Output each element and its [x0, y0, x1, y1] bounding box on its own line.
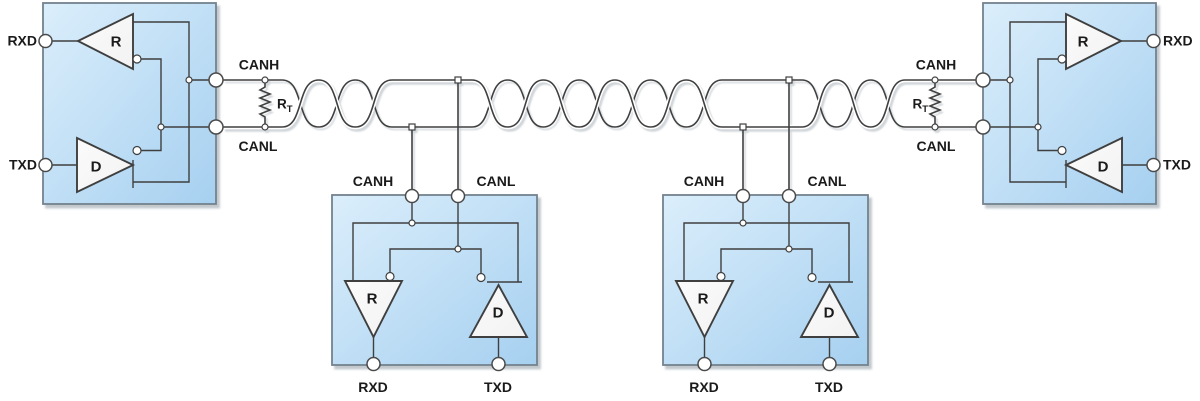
stub1-canh-pin — [404, 188, 420, 204]
stub2-txd-label: TXD — [815, 379, 843, 395]
stub2-driver-label: D — [824, 305, 835, 322]
right-node-driver-label: D — [1098, 159, 1109, 176]
inverter-bubble — [476, 272, 486, 283]
junction-dot — [1034, 123, 1042, 131]
right-node-txd-label: TXD — [1163, 157, 1191, 173]
bus-wire-canl — [223, 79, 976, 128]
stub2-txd-pin — [822, 356, 837, 372]
left-node-canl-pin — [208, 119, 224, 135]
stub2-driver-gate — [799, 283, 860, 338]
stub2-canl-tap-junction — [785, 76, 793, 84]
left-node-receiver-label: R — [111, 34, 122, 51]
stub2-rxd-pin — [697, 356, 712, 372]
right-termination-canl-label: CANL — [917, 138, 956, 154]
stub1-canh-tap-junction — [408, 123, 416, 131]
bus-wire-crossover-casing — [223, 77, 976, 130]
stub2-canh-label: CANH — [684, 173, 724, 189]
right-termination-resistor — [927, 83, 943, 124]
junction-dot — [785, 245, 793, 253]
twisted-pair-bus — [223, 76, 976, 190]
right-node-driver-gate — [1063, 136, 1123, 194]
right-can-node: RXD TXD R D — [975, 2, 1193, 205]
left-node-receiver-gate — [75, 12, 134, 71]
left-termination-canh-label: CANH — [239, 57, 279, 73]
junction-dot — [408, 219, 416, 227]
junction-dot — [157, 123, 165, 131]
stub2-receiver-label: R — [698, 291, 709, 308]
right-node-canh-pin — [975, 72, 991, 88]
stub1-driver-gate — [468, 283, 529, 338]
left-node-rxd-pin — [38, 33, 53, 49]
inverter-bubble — [716, 271, 726, 282]
left-termination-resistor-label: RT — [277, 97, 293, 116]
left-can-node: RXD TXD R D — [7, 2, 224, 205]
inverter-bubble — [1057, 145, 1067, 156]
left-node-internal-wiring — [51, 21, 210, 188]
left-node-driver-gate — [76, 136, 136, 194]
junction-dot — [1006, 76, 1014, 84]
left-termination-canl-label: CANL — [239, 138, 278, 154]
junction-dot — [454, 245, 462, 253]
inverter-bubble — [1057, 54, 1067, 64]
stub1-canl-pin — [450, 188, 466, 204]
stub2-canh-tap-junction — [739, 123, 747, 131]
left-node-txd-pin — [38, 157, 53, 173]
stub2-receiver-gate — [674, 280, 735, 340]
left-node-driver-label: D — [91, 159, 102, 176]
right-termination-canh-label: CANH — [916, 57, 956, 73]
junction-dot — [931, 76, 939, 84]
right-node-rxd-label: RXD — [1163, 33, 1193, 49]
stub1-internal-wiring — [352, 196, 522, 364]
inverter-bubble — [132, 145, 142, 156]
stub2-canl-label: CANL — [808, 173, 847, 189]
stub1-receiver-gate — [343, 280, 404, 340]
left-node-txd-label: TXD — [9, 157, 37, 173]
stub2-internal-wiring — [683, 196, 853, 364]
stub2-rxd-label: RXD — [689, 379, 719, 395]
stub1-canl-label: CANL — [477, 173, 516, 189]
stub1-rxd-pin — [366, 356, 381, 372]
stub1-txd-label: TXD — [484, 379, 512, 395]
right-node-internal-wiring — [989, 21, 1148, 188]
right-node-canl-pin — [975, 119, 991, 135]
left-node-canh-pin — [208, 72, 224, 88]
stub1-receiver-label: R — [367, 291, 378, 308]
stub1-txd-pin — [491, 356, 506, 372]
inverter-bubble — [132, 54, 142, 64]
stub1-rxd-label: RXD — [358, 379, 388, 395]
stub-can-node-1: CANH CANL R D RXD TXD — [331, 173, 538, 395]
junction-dot — [185, 76, 193, 84]
stub2-body — [662, 194, 869, 366]
stub1-canl-tap-junction — [454, 76, 462, 84]
right-node-receiver-label: R — [1078, 34, 1089, 51]
left-node-rxd-label: RXD — [7, 33, 37, 49]
right-node-rxd-pin — [1146, 33, 1161, 49]
stub1-driver-label: D — [493, 305, 504, 322]
stub2-canl-pin — [781, 188, 797, 204]
right-node-receiver-gate — [1065, 12, 1124, 71]
right-termination-resistor-label: RT — [912, 97, 928, 116]
inverter-bubble — [385, 271, 395, 282]
junction-dot — [261, 123, 269, 131]
junction-dot — [739, 219, 747, 227]
stub1-canh-label: CANH — [353, 173, 393, 189]
junction-dot — [931, 123, 939, 131]
stub-can-node-2: CANH CANL R D RXD TXD — [662, 173, 869, 395]
inverter-bubble — [807, 272, 817, 283]
junction-dot — [261, 76, 269, 84]
stub1-body — [331, 194, 538, 366]
stub2-canh-pin — [735, 188, 751, 204]
right-node-txd-pin — [1146, 157, 1161, 173]
left-termination-resistor — [257, 83, 273, 124]
